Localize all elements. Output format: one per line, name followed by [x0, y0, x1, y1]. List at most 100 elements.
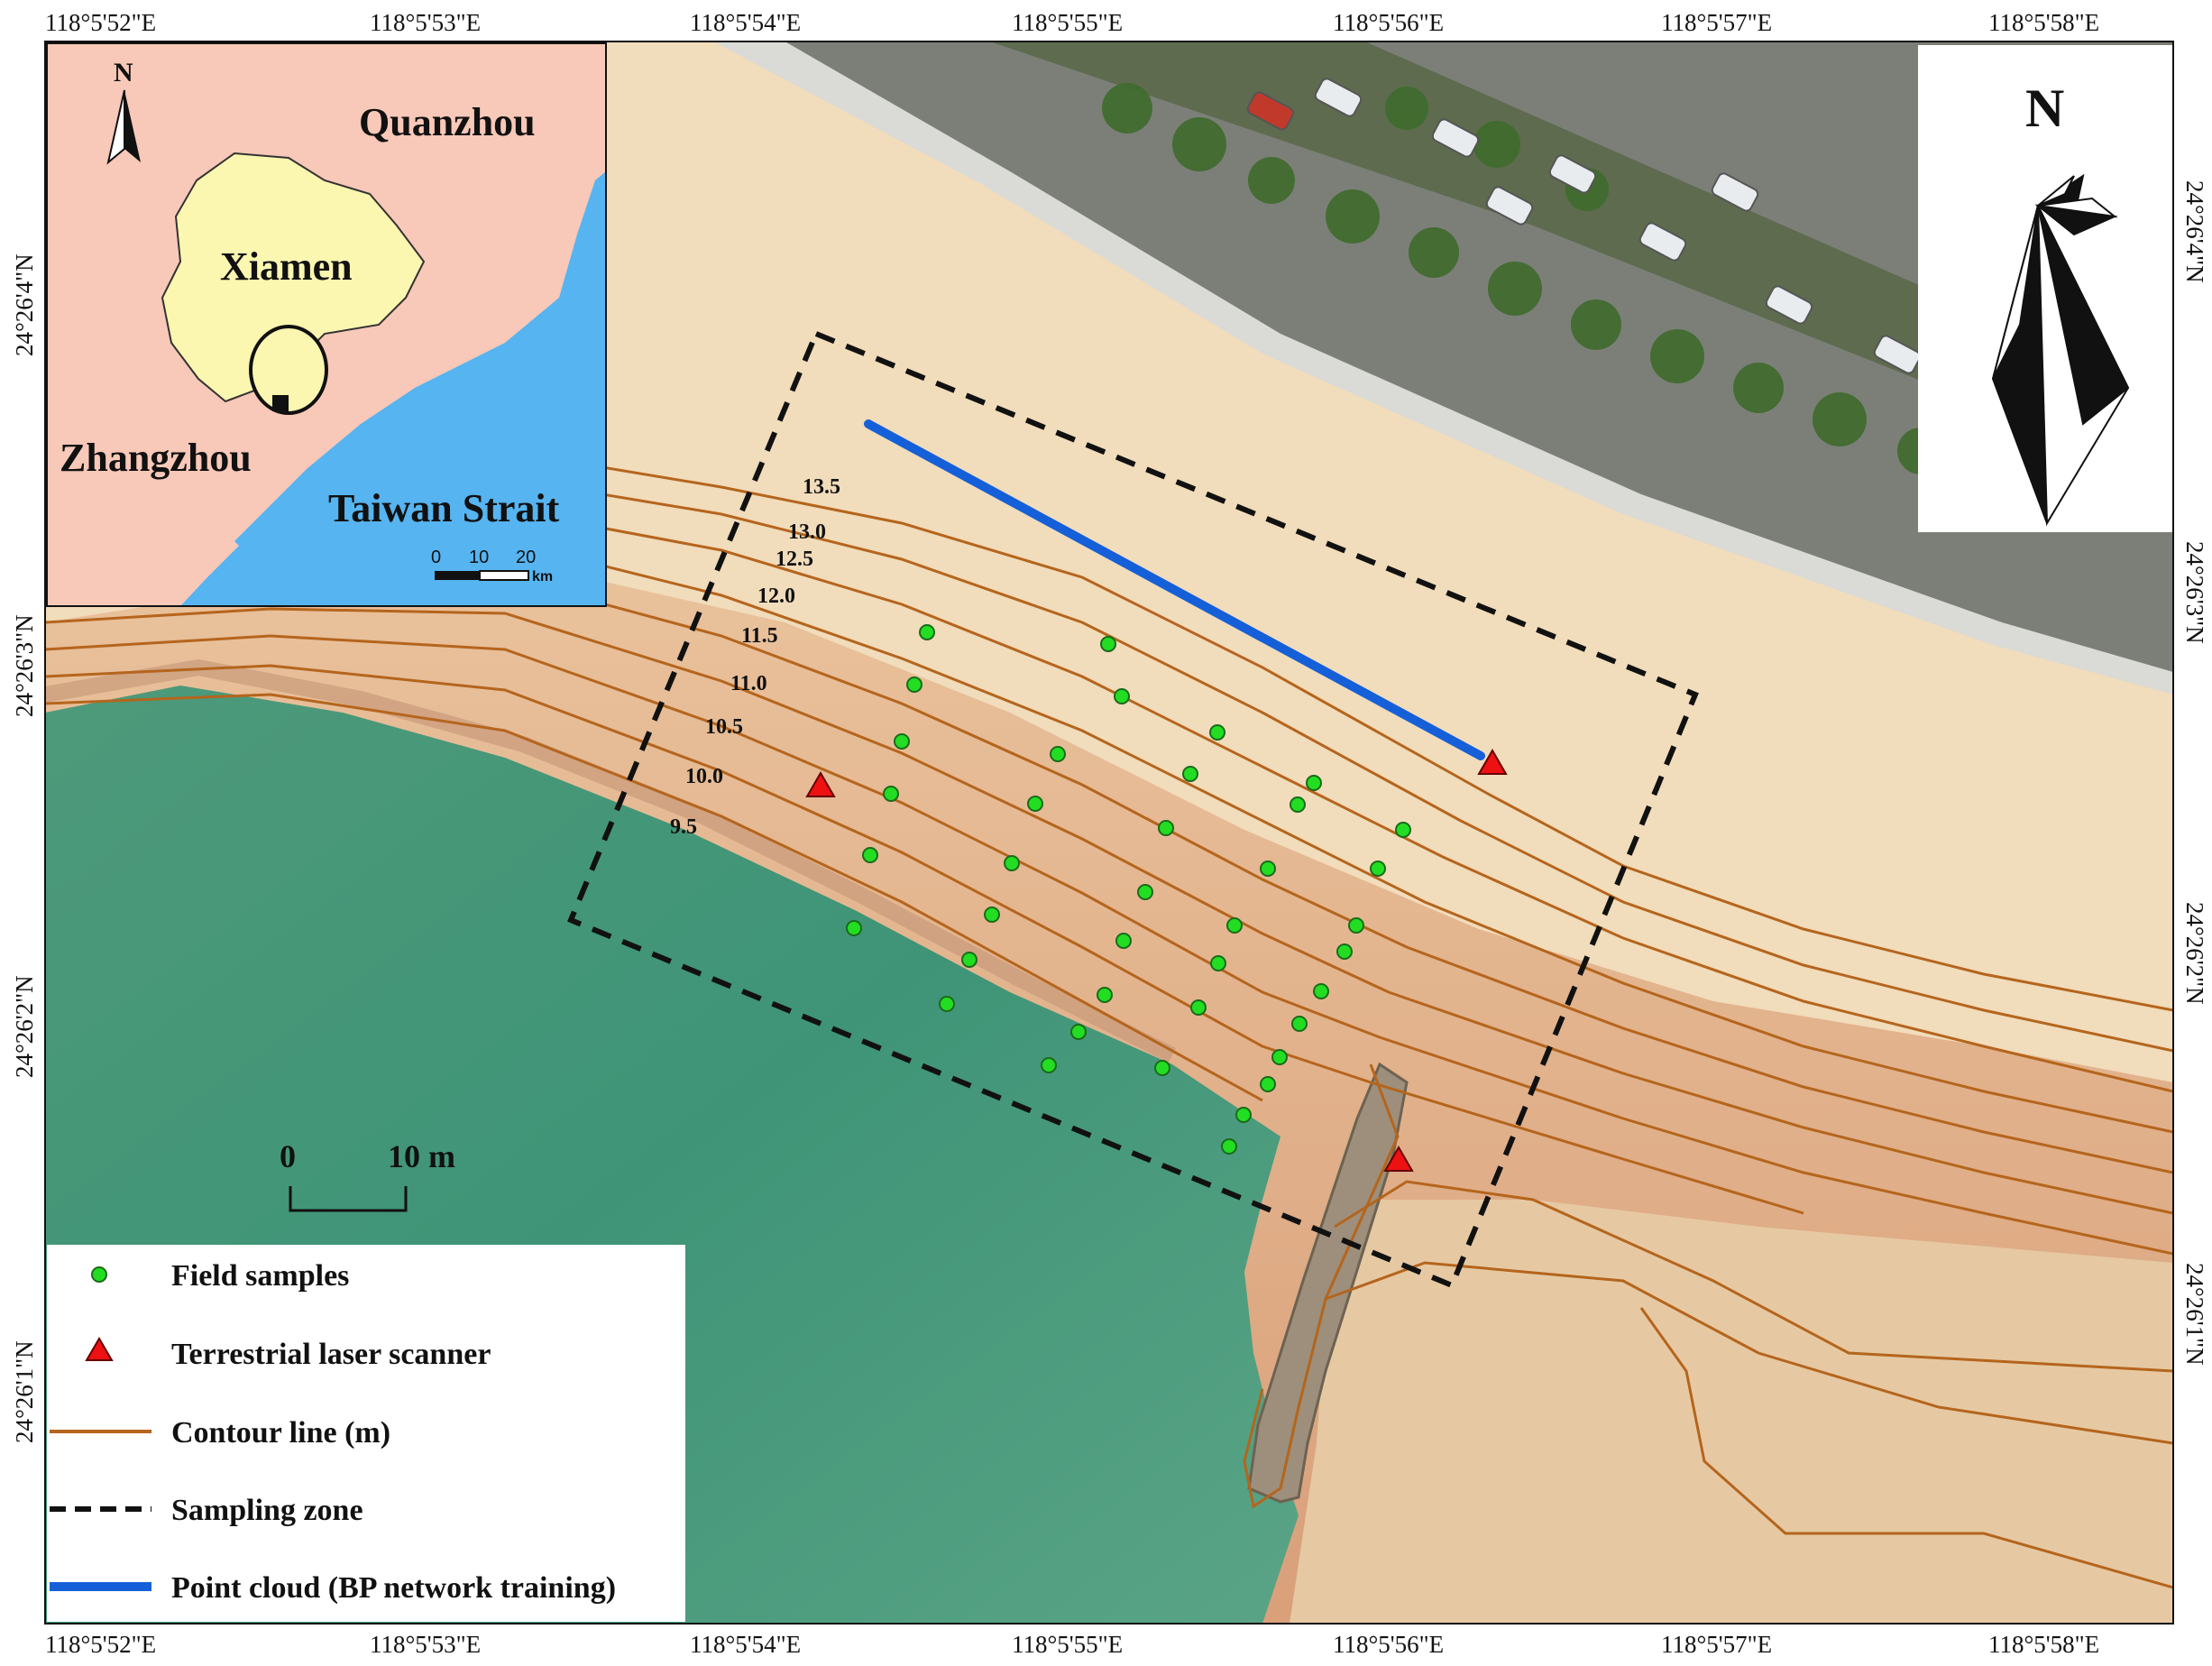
- inset-north-arrow: N: [106, 58, 141, 165]
- legend-label-contour: Contour line (m): [171, 1416, 390, 1450]
- sidewalk: [713, 41, 2173, 695]
- legend: Field samples Terrestrial laser scanner …: [47, 1245, 685, 1622]
- inset-north-letter: N: [114, 58, 133, 87]
- field-sample-marker: [883, 786, 899, 802]
- field-sample-marker: [1115, 933, 1132, 949]
- field-sample-marker: [1235, 1107, 1252, 1123]
- field-sample-marker: [1370, 861, 1386, 877]
- top-longitude-label: 118°5'58"E: [1988, 9, 2099, 36]
- map-border: [44, 41, 2174, 1625]
- field-sample-marker: [1154, 1060, 1170, 1076]
- field-sample-marker: [1004, 855, 1020, 871]
- field-sample-marker: [1041, 1057, 1057, 1073]
- top-longitude-labels: 118°5'52"E 118°5'53"E 118°5'54"E 118°5'5…: [45, 9, 2099, 36]
- legend-label-point-cloud: Point cloud (BP network training): [171, 1571, 616, 1605]
- inset-scale-tick: 0: [431, 548, 441, 567]
- inset-sea-west: [180, 505, 307, 606]
- rock-groin: [1247, 1062, 1409, 1504]
- field-sample-marker: [1114, 688, 1130, 704]
- top-longitude-label: 118°5'54"E: [690, 9, 801, 36]
- field-sample-marker: [1271, 1049, 1288, 1065]
- map-scale-bar: 0 10 m: [280, 1138, 455, 1212]
- field-sample-marker: [862, 847, 878, 863]
- right-latitude-labels: 24°26'4"N 24°26'3"N 24°26'2"N 24°26'1"N: [2181, 180, 2208, 1366]
- left-latitude-label: 24°26'2"N: [11, 975, 38, 1078]
- field-sample-marker: [1306, 775, 1322, 791]
- scale-bar-line: [289, 1186, 408, 1212]
- contour-label-group: 13.5 13.0 12.5 12.0 11.5 11.0 10.5 10.0 …: [670, 475, 840, 839]
- field-sample-marker: [1336, 943, 1353, 960]
- inset-study-site: [272, 395, 289, 411]
- bottom-longitude-label: 118°5'58"E: [1988, 1631, 2099, 1658]
- field-sample-marker: [984, 907, 1000, 923]
- top-longitude-label: 118°5'56"E: [1333, 9, 1444, 36]
- field-sample-marker: [1158, 820, 1174, 836]
- contour-label: 12.5: [776, 548, 813, 571]
- right-latitude-label: 24°26'3"N: [2181, 541, 2208, 644]
- field-sample-marker: [1260, 861, 1276, 877]
- field-sample-marker: [1260, 1076, 1276, 1092]
- right-latitude-label: 24°26'4"N: [2181, 180, 2208, 283]
- inset-scale-tick: 20: [516, 548, 536, 567]
- field-sample-marker: [1070, 1024, 1087, 1040]
- inset-label-zhangzhou: Zhangzhou: [60, 436, 252, 480]
- scanner-marker: [1477, 748, 1508, 775]
- contour-label: 13.0: [788, 520, 826, 544]
- right-latitude-label: 24°26'2"N: [2181, 902, 2208, 1005]
- right-latitude-label: 24°26'1"N: [2181, 1263, 2208, 1366]
- scanner-marker: [805, 770, 836, 797]
- legend-symbol-scanner: [85, 1337, 114, 1361]
- contour-label: 12.0: [757, 584, 795, 608]
- field-sample-marker: [1097, 987, 1113, 1003]
- legend-label-sampling-zone: Sampling zone: [171, 1494, 363, 1527]
- field-sample-marker: [919, 624, 935, 640]
- left-latitude-label: 24°26'1"N: [11, 1340, 38, 1443]
- scanners: [805, 748, 1508, 1172]
- bottom-longitude-label: 118°5'53"E: [370, 1631, 481, 1658]
- top-longitude-label: 118°5'55"E: [1012, 9, 1123, 36]
- field-sample-marker: [1209, 724, 1225, 741]
- field-sample-marker: [1226, 917, 1243, 934]
- road-strip: [748, 41, 2173, 686]
- contour-label: 11.5: [741, 624, 778, 648]
- scanner-marker: [1383, 1145, 1414, 1172]
- field-sample-marker: [1027, 796, 1043, 812]
- shoreline: [45, 658, 1177, 1063]
- bottom-longitude-label: 118°5'54"E: [690, 1631, 801, 1658]
- contour-label: 9.5: [670, 815, 697, 839]
- inset-border: [46, 42, 607, 607]
- field-sample-marker: [1190, 999, 1207, 1016]
- contour-label: 10.0: [685, 765, 723, 788]
- legend-symbol-field-sample: [91, 1266, 107, 1283]
- field-sample-marker: [1137, 884, 1153, 900]
- contour-label: 13.5: [803, 475, 840, 499]
- left-latitude-label: 24°26'3"N: [11, 614, 38, 717]
- field-sample-marker: [1348, 917, 1364, 934]
- inset-scale-tick: 10: [469, 548, 489, 567]
- left-latitude-labels: 24°26'4"N 24°26'3"N 24°26'2"N 24°26'1"N: [11, 253, 38, 1443]
- inset-scale-bar: 0 10 20 km: [431, 548, 553, 584]
- legend-label-scanner: Terrestrial laser scanner: [171, 1338, 491, 1371]
- inset-scale-unit: km: [532, 569, 553, 584]
- inset-sea: [234, 171, 606, 606]
- scale-start-label: 0: [280, 1138, 296, 1174]
- point-cloud-line: [864, 419, 1485, 760]
- contour-label: 11.0: [730, 672, 767, 695]
- field-sample-marker: [1395, 822, 1411, 838]
- field-sample-marker: [1182, 766, 1198, 782]
- top-longitude-label: 118°5'53"E: [370, 9, 481, 36]
- legend-box: [47, 1245, 685, 1622]
- field-sample-marker: [939, 996, 955, 1012]
- top-longitude-label: 118°5'57"E: [1661, 9, 1772, 36]
- bottom-longitude-label: 118°5'52"E: [45, 1631, 156, 1658]
- north-arrow: N: [1918, 45, 2172, 532]
- bottom-longitude-label: 118°5'55"E: [1012, 1631, 1123, 1658]
- field-sample-marker: [1221, 1138, 1237, 1155]
- legend-label-field-samples: Field samples: [171, 1259, 349, 1293]
- bottom-longitude-labels: 118°5'52"E 118°5'53"E 118°5'54"E 118°5'5…: [45, 1631, 2099, 1658]
- sampling-zone: [567, 330, 1699, 1289]
- inset-label-quanzhou: Quanzhou: [359, 100, 536, 144]
- bottom-longitude-label: 118°5'57"E: [1661, 1631, 1772, 1658]
- field-sample-marker: [1291, 1016, 1308, 1032]
